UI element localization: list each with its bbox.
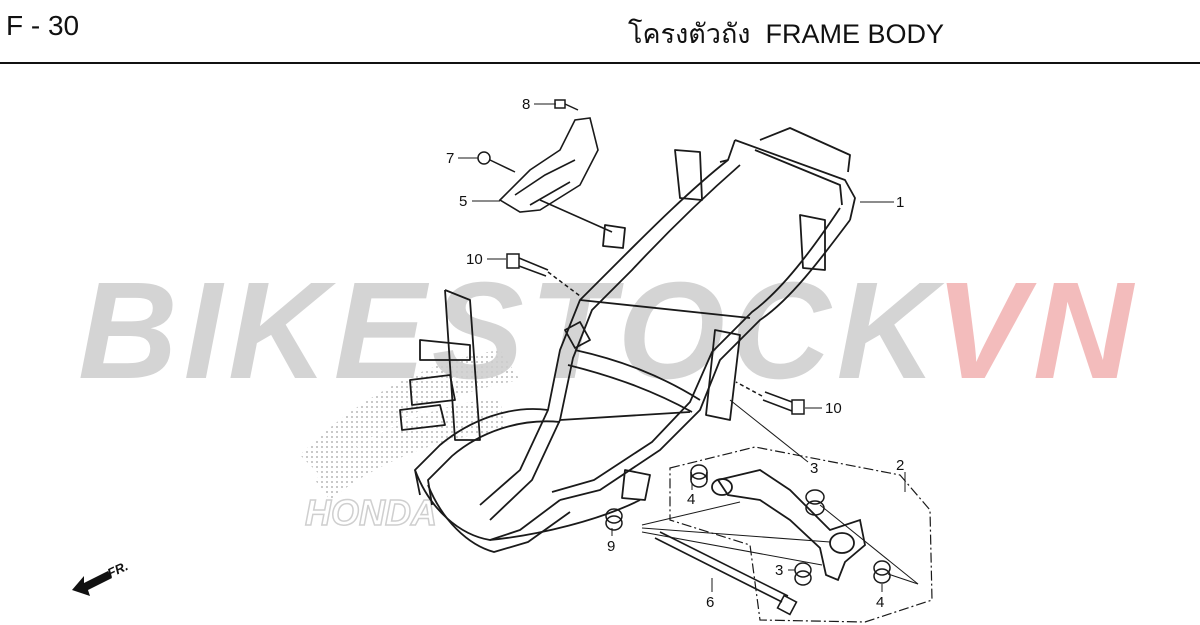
frame-body	[399, 127, 856, 553]
honda-logo-text: HONDA	[305, 492, 437, 533]
callout-4-lower: 4	[876, 594, 884, 611]
callout-10-left: 10	[466, 251, 483, 268]
callout-1: 1	[896, 194, 904, 211]
title-thai: โครงตัวถัง	[628, 19, 751, 49]
watermark-vn: VN	[935, 254, 1139, 408]
leader-lines	[458, 103, 919, 592]
callout-4-upper: 4	[687, 491, 695, 508]
callout-5: 5	[459, 193, 467, 210]
front-direction-marker: FR.	[72, 558, 130, 596]
page-code: F - 30	[6, 10, 80, 41]
bushing-part-4-lower	[873, 560, 891, 584]
bushing-part-4-upper	[690, 464, 708, 488]
bolt-part-7	[477, 151, 516, 173]
long-bolt-part-6	[654, 531, 798, 616]
front-arrow-icon	[72, 571, 112, 596]
honda-logo-watermark: HONDA	[300, 350, 520, 534]
callout-9: 9	[607, 538, 615, 555]
callout-10-right: 10	[825, 400, 842, 417]
callout-8: 8	[522, 96, 530, 113]
exploded-parts-diagram: HONDA BIKESTOCK VN	[72, 96, 1139, 623]
callout-2: 2	[896, 457, 904, 474]
bushing-part-3-upper	[805, 489, 825, 516]
page-title: โครงตัวถัง FRAME BODY	[628, 12, 944, 55]
engine-hanger-link	[711, 469, 866, 582]
callout-3-lower: 3	[775, 562, 783, 579]
nut-part-9	[605, 508, 623, 531]
callout-6: 6	[706, 594, 714, 611]
bolt-part-10-right	[735, 381, 805, 415]
title-english: FRAME BODY	[765, 19, 945, 49]
watermark-bikestock: BIKESTOCK	[78, 254, 946, 408]
callouts: 8 7 5 10 1 10 3 2 4 9 3 6 4	[446, 96, 904, 611]
header-divider	[0, 62, 1200, 64]
callout-7: 7	[446, 150, 454, 167]
bolt-part-10-left	[506, 253, 581, 297]
bracket-part-5	[498, 117, 613, 233]
bushing-part-3-lower	[794, 562, 812, 586]
callout-3-upper: 3	[810, 460, 818, 477]
bolt-part-8	[554, 99, 579, 111]
front-label: FR.	[105, 558, 130, 580]
